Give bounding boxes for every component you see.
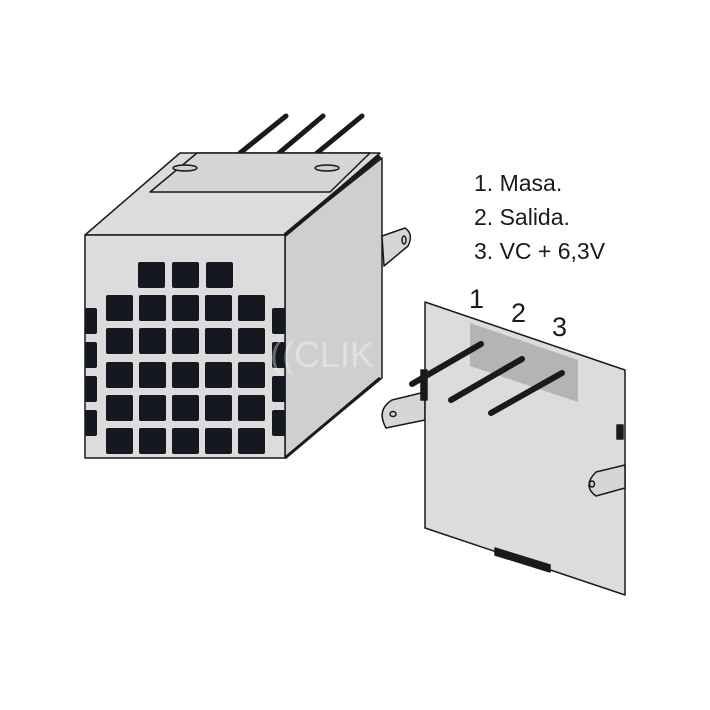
vent-slot [272,410,285,436]
pin-3 [488,370,565,416]
vent-slot [238,295,265,321]
vent-slot [172,428,199,454]
vent-slot [205,362,232,388]
vent-slot [106,362,133,388]
vent-slot [85,308,97,334]
vent-slot [272,342,285,368]
legend-item-output: 2. Salida. [474,204,570,230]
vent-slot [106,295,133,321]
vent-slot [272,308,285,334]
vent-slot [85,376,97,402]
legend-item-supply: 3. VC + 6,3V [474,238,606,264]
vent-slot [205,328,232,354]
vent-slot [172,328,199,354]
pin-legend: 1. Masa. 2. Salida. 3. VC + 6,3V [474,166,605,268]
vent-slot [172,262,199,288]
vent-slot [85,410,97,436]
vent-slot [139,395,166,421]
vent-grid [85,262,285,454]
vent-slot [106,428,133,454]
pin-2 [448,356,525,403]
module-body [84,152,412,460]
vent-slot [106,395,133,421]
vent-slot [106,328,133,354]
vent-slot [205,395,232,421]
pin-number-1: 1 [469,284,485,314]
panel-right-tab [588,464,626,497]
vent-slot [138,262,165,288]
panel-pins [409,341,565,416]
vent-slot [172,395,199,421]
vent-slot [139,295,166,321]
module-side-tab [381,227,412,267]
panel-bottom-strip [494,547,551,573]
vent-slot [172,295,199,321]
connector-panel [381,301,626,596]
vent-slot [238,362,265,388]
vent-slot [139,328,166,354]
vent-slot [238,428,265,454]
pin-number-3: 3 [552,312,568,342]
legend-item-ground: 1. Masa. [474,170,563,196]
vent-slot [272,376,285,402]
vent-slot [85,342,97,368]
vent-slot [206,262,233,288]
watermark: ((CLIK [270,334,374,375]
vent-slot [205,428,232,454]
vent-slot [172,362,199,388]
pin-1 [409,341,484,387]
vent-slot [238,395,265,421]
vent-slot [139,428,166,454]
vent-slot [205,295,232,321]
panel-left-tab [381,391,426,429]
module-pins-top [237,113,365,156]
vent-slot [139,362,166,388]
vent-slot [238,328,265,354]
pin-number-2: 2 [511,298,527,328]
